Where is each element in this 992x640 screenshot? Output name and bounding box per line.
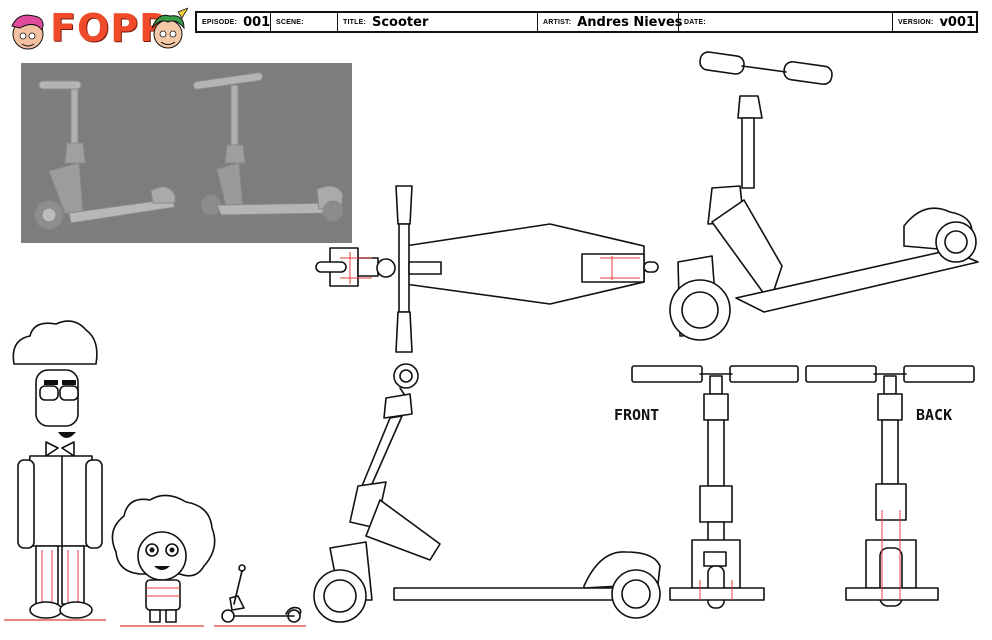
- character-head-right-icon: [151, 7, 188, 49]
- back-view-scooter: [805, 365, 975, 607]
- title-label: TITLE:: [343, 18, 366, 26]
- date-cell: DATE:: [679, 13, 893, 31]
- front-view-scooter: [631, 365, 799, 609]
- version-label: VERSION:: [898, 18, 934, 26]
- title-cell: TITLE: Scooter: [338, 13, 538, 31]
- show-logo: FOPR: [6, 6, 192, 56]
- title-block: EPISODE: 001 SCENE: TITLE: Scooter ARTIS…: [195, 11, 978, 33]
- side-view-scooter: [313, 363, 661, 623]
- three-quarter-view-scooter: [669, 51, 979, 341]
- character-head-left-icon: [11, 14, 44, 50]
- back-view-label: BACK: [916, 406, 953, 424]
- artist-cell: ARTIST: Andres Nieves: [538, 13, 683, 31]
- logo-text: FOPR: [50, 6, 170, 50]
- artist-value: Andres Nieves: [577, 14, 683, 30]
- 3d-render-reference: [21, 63, 352, 243]
- scene-label: SCENE:: [276, 18, 304, 26]
- episode-value: 001: [243, 14, 271, 30]
- top-view-scooter: [315, 185, 659, 353]
- version-value: v001: [939, 14, 976, 30]
- render-scooters-image: [34, 72, 344, 230]
- date-label: DATE:: [684, 18, 706, 26]
- scene-cell: SCENE:: [271, 13, 338, 31]
- version-cell: VERSION: v001: [893, 13, 976, 31]
- front-view-label: FRONT: [614, 406, 660, 424]
- episode-label: EPISODE:: [202, 18, 238, 26]
- scale-character-small: [111, 494, 216, 627]
- episode-cell: EPISODE: 001: [197, 13, 271, 31]
- scale-character-tall: [4, 320, 106, 621]
- artist-label: ARTIST:: [543, 18, 572, 26]
- title-value: Scooter: [371, 14, 429, 30]
- scale-scooter-small: [214, 564, 306, 627]
